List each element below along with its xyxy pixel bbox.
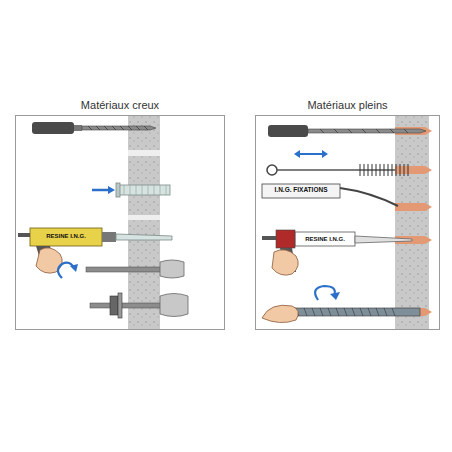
method-panel: Matériaux pleins: [255, 115, 440, 330]
product-label: I.N.G. FIXATIONS: [275, 187, 328, 194]
panel-heading: Matériaux creux: [16, 99, 224, 111]
product-label: RESINE I.N.G.: [305, 236, 345, 242]
method-panel: Matériaux creux: [15, 115, 225, 330]
panel-heading: Matériaux pleins: [256, 99, 439, 111]
product-label: RESINE I.N.G.: [46, 233, 86, 239]
